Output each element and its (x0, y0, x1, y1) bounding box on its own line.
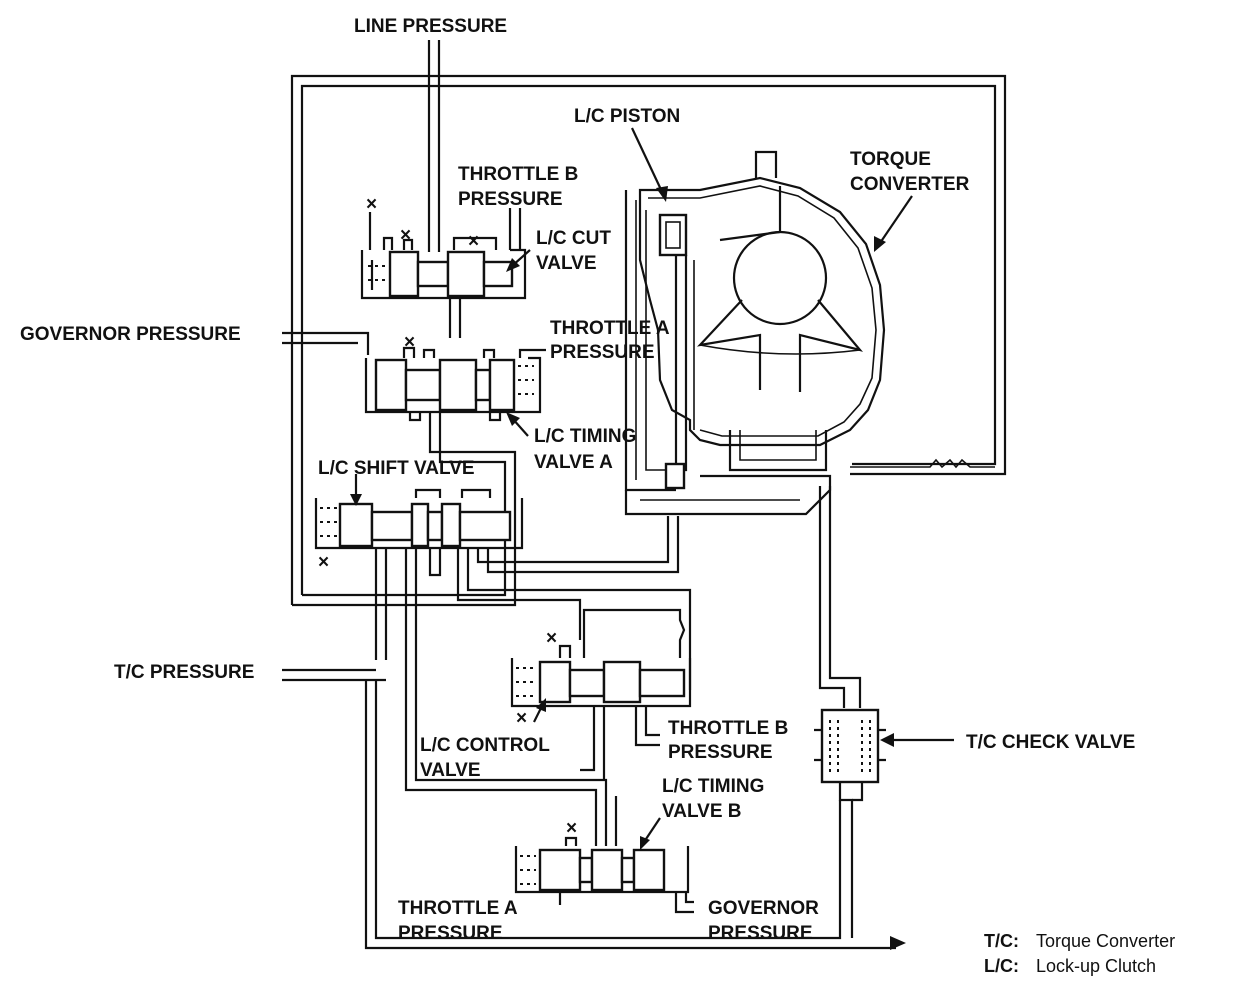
legend-abbr: T/C: (984, 931, 1019, 951)
line-pressure-inlet (427, 40, 441, 252)
label-line-pressure: LINE PRESSURE (354, 16, 507, 37)
label-governor-bot-line1: GOVERNOR (708, 898, 819, 919)
outer-frame-lines (290, 74, 1007, 607)
legend-text: Torque Converter (1036, 931, 1175, 951)
exhaust-mark: × (516, 708, 527, 729)
legend: T/C: Torque Converter L/C: Lock-up Clutc… (984, 931, 1175, 976)
legend-text: Lock-up Clutch (1036, 956, 1156, 976)
exhaust-mark: × (404, 332, 415, 353)
lc-timing-valve-b (404, 668, 694, 914)
labels: LINE PRESSURE L/C PISTON TORQUE CONVERTE… (20, 16, 1135, 944)
label-lc-control-line1: L/C CONTROL (420, 735, 550, 756)
label-throttle-b-top-line1: THROTTLE B (458, 164, 578, 185)
label-governor-bot-line2: PRESSURE (708, 923, 813, 944)
label-lc-cut-valve-line2: VALVE (536, 253, 597, 274)
tc-pressure-inlet (282, 668, 386, 682)
label-lc-control-line2: VALVE (420, 760, 481, 781)
legend-abbr: L/C: (984, 956, 1019, 976)
exhaust-mark: × (566, 818, 577, 839)
label-throttle-b-mid-line1: THROTTLE B (668, 718, 788, 739)
label-lc-timing-a-line1: L/C TIMING (534, 426, 636, 447)
label-throttle-b-mid-line2: PRESSURE (668, 742, 773, 763)
label-lc-shift-valve: L/C SHIFT VALVE (318, 458, 475, 479)
exhaust-mark: × (546, 628, 557, 649)
torque-converter (624, 150, 886, 516)
tc-check-valve (814, 486, 886, 938)
exhaust-marks: × × × × × × × × (318, 194, 577, 839)
label-throttle-b-top-line2: PRESSURE (458, 189, 563, 210)
exhaust-mark: × (366, 194, 377, 215)
label-lc-timing-b-line2: VALVE B (662, 801, 742, 822)
lc-timing-valve-a (282, 331, 546, 422)
legend-item-tc: T/C: Torque Converter (984, 931, 1175, 951)
label-torque-converter-line1: TORQUE (850, 149, 931, 170)
leader-arrows (350, 127, 954, 850)
label-throttle-a-top-line2: PRESSURE (550, 342, 655, 363)
label-lc-timing-a-line2: VALVE A (534, 452, 613, 473)
label-governor-pressure-left: GOVERNOR PRESSURE (20, 324, 241, 345)
exhaust-mark: × (318, 552, 329, 573)
exhaust-mark: × (468, 231, 479, 252)
exhaust-mark: × (400, 225, 411, 246)
label-lc-piston: L/C PISTON (574, 106, 680, 127)
lc-cut-valve (360, 208, 527, 338)
label-throttle-a-bot-line1: THROTTLE A (398, 898, 518, 919)
label-lc-cut-valve-line1: L/C CUT (536, 228, 611, 249)
legend-item-lc: L/C: Lock-up Clutch (984, 956, 1156, 976)
label-throttle-a-bot-line2: PRESSURE (398, 923, 503, 944)
lc-control-valve (510, 608, 692, 780)
label-lc-timing-b-line1: L/C TIMING (662, 776, 764, 797)
bottom-return-lines (364, 680, 906, 950)
label-torque-converter-line2: CONVERTER (850, 174, 970, 195)
label-tc-check-valve: T/C CHECK VALVE (966, 732, 1135, 753)
lc-shift-valve (314, 488, 692, 690)
label-throttle-a-top-line1: THROTTLE A (550, 318, 670, 339)
label-tc-pressure: T/C PRESSURE (114, 662, 254, 683)
